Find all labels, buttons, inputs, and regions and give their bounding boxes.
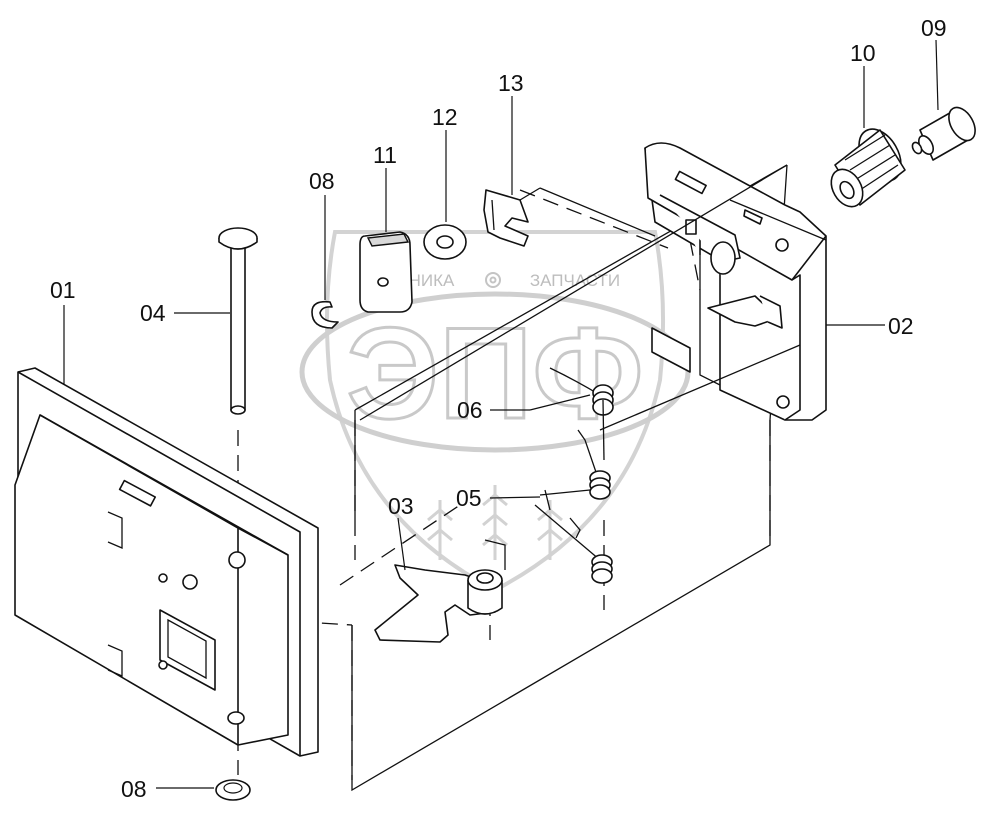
- watermark-main-text: ЭПФ: [347, 300, 644, 446]
- watermark-ellipse: [299, 291, 691, 453]
- callout-04: 04: [140, 300, 166, 326]
- callout-01: 01: [50, 277, 76, 303]
- callout-08-upper: 08: [309, 168, 335, 194]
- part-04-pin: [218, 227, 258, 415]
- part-01-cover: [14, 367, 319, 757]
- callout-leaders: [63, 39, 939, 789]
- part-05-spring: [534, 429, 613, 584]
- callout-12: 12: [432, 104, 458, 130]
- part-12-washer: [423, 224, 467, 260]
- watermark-wheat-icon: [427, 485, 563, 560]
- part-08-ring-upper: [311, 300, 339, 329]
- callout-08-lower: 08: [121, 776, 147, 802]
- part-13-clip: [483, 189, 529, 247]
- part-03-latch: [374, 539, 506, 643]
- part-10-spring-housing: [830, 128, 906, 208]
- callout-09: 09: [921, 15, 947, 41]
- plate-hidden-edge: [519, 187, 656, 237]
- callout-02: 02: [888, 313, 914, 339]
- callout-05: 05: [456, 485, 482, 511]
- part-11-pad: [359, 231, 413, 313]
- bracket-guide-lines: [359, 164, 827, 431]
- callout-03: 03: [388, 493, 414, 519]
- callout-labels: 01 02 03 04 05 06 08 08 09 10 11 12 13: [50, 15, 947, 802]
- part-08-ring-lower: [215, 779, 251, 801]
- callout-11: 11: [373, 142, 397, 168]
- watermark-gear-icon: [485, 272, 501, 288]
- part-06-spring: [529, 367, 614, 461]
- callout-06: 06: [457, 397, 483, 423]
- part-09-plunger: [911, 106, 976, 161]
- watermark-right-text: ЗАПЧАСТИ: [530, 271, 620, 290]
- callout-13: 13: [498, 70, 524, 96]
- callout-10: 10: [850, 40, 876, 66]
- part-02-bracket: [644, 142, 827, 421]
